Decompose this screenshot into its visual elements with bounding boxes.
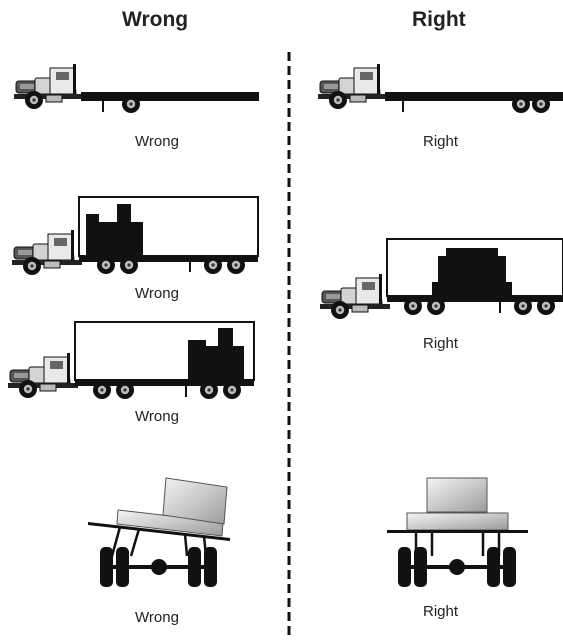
flatbed-deck [81, 92, 259, 101]
trailer-load-front-wrong [12, 196, 259, 275]
caption-trailer-front-wrong: Wrong [135, 285, 179, 302]
right-column-heading: Right [412, 8, 466, 31]
axle-level-load-right [387, 477, 528, 587]
load-box-lower [406, 512, 509, 531]
caption-flatbed-right: Right [423, 133, 459, 150]
caption-flatbed-wrong: Wrong [135, 133, 179, 150]
load-box-upper [426, 477, 488, 513]
cargo-load [188, 328, 244, 380]
flatbed-truck-wrong [14, 64, 259, 113]
flatbed-truck-right [318, 64, 563, 113]
cargo-load [86, 204, 143, 256]
caption-trailer-rear-wrong: Wrong [135, 408, 179, 425]
trailer-load-rear-wrong [8, 321, 255, 399]
flatbed-deck [385, 92, 563, 101]
caption-axle-right: Right [423, 603, 459, 620]
caption-trailer-centered-right: Right [423, 335, 459, 352]
axle-tilted-load-wrong [88, 477, 230, 587]
cargo-load [432, 248, 512, 296]
caption-axle-wrong: Wrong [135, 609, 179, 626]
wrong-column-heading: Wrong [122, 8, 189, 31]
trailer-load-centered-right [320, 238, 563, 319]
load-box-upper [162, 477, 228, 525]
